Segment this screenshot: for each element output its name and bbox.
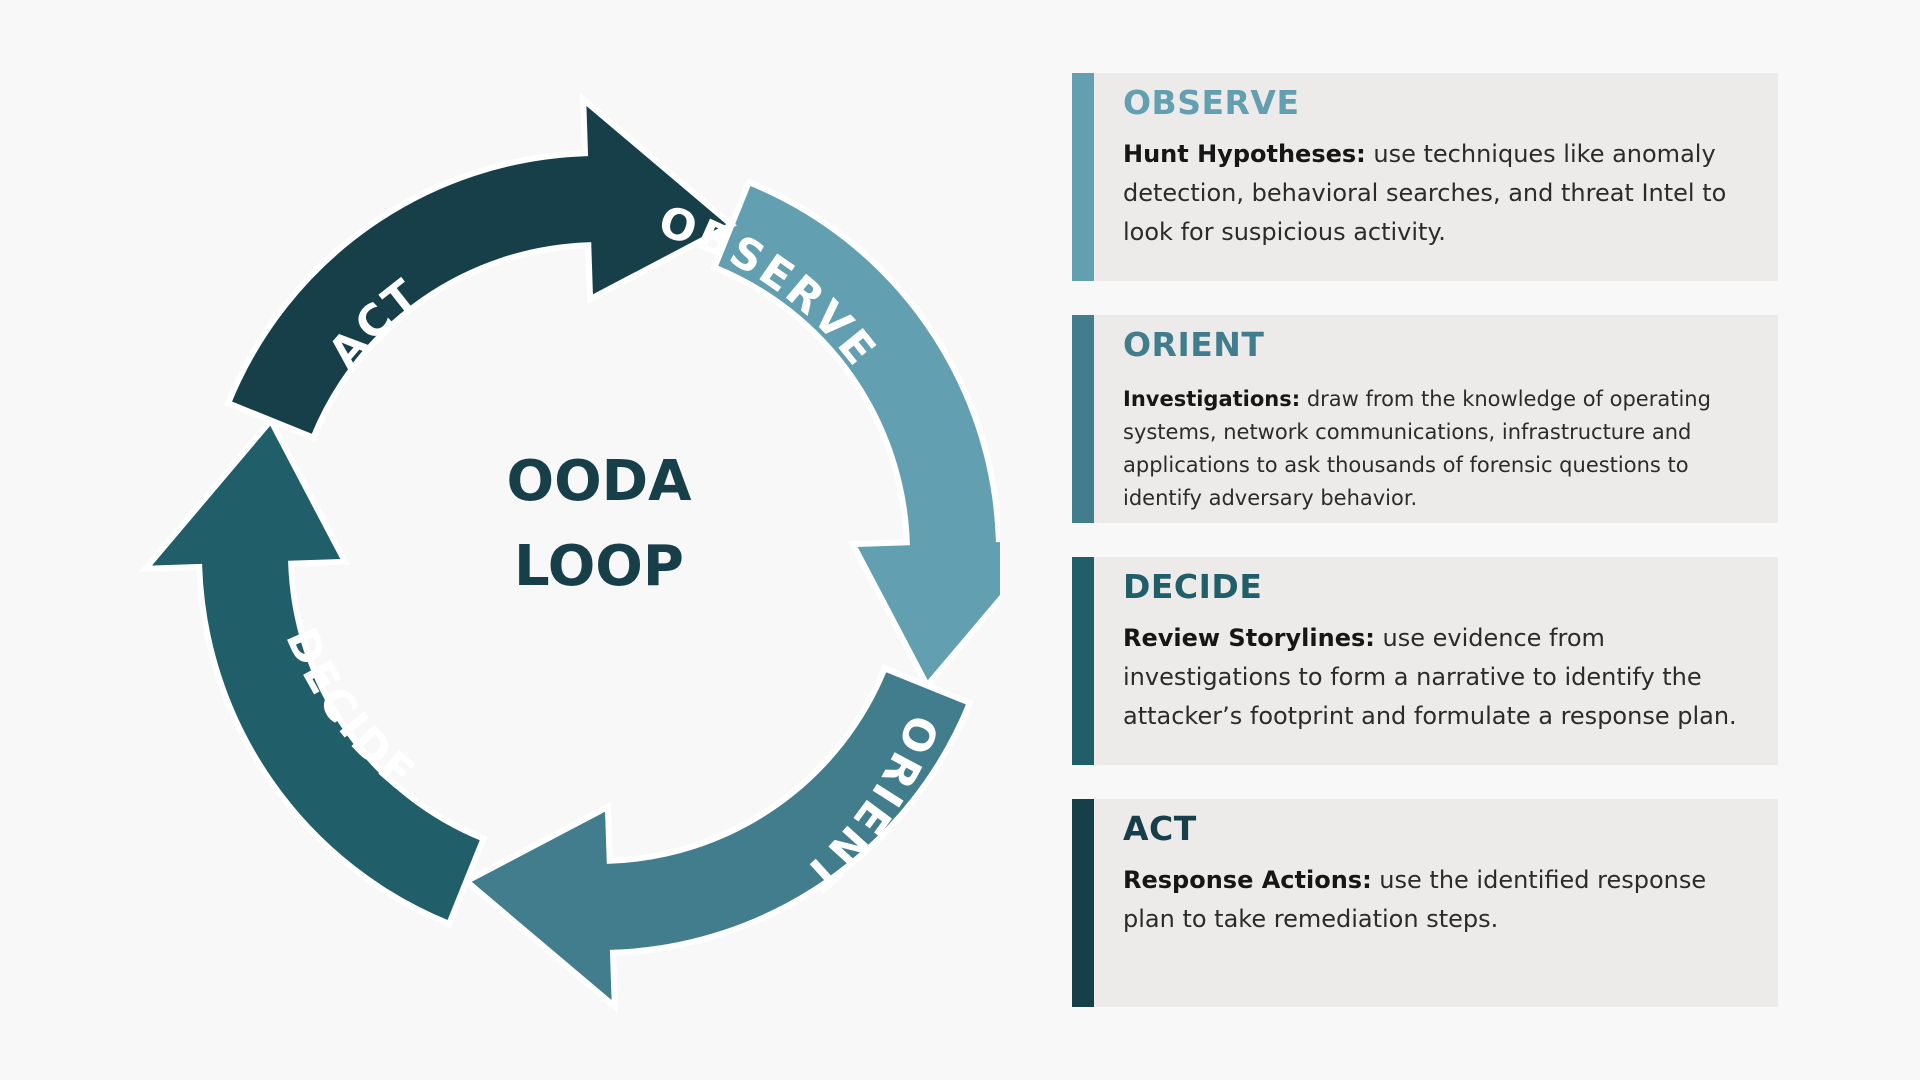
card-text: use techniques like anomaly detection, b…: [1123, 140, 1727, 246]
ooda-loop-diagram: OBSERVE ORIENT DECIDE ACT OODA LOOP: [138, 92, 1000, 1014]
card-term: Response Actions:: [1123, 866, 1372, 894]
card-title: DECIDE: [1123, 567, 1263, 606]
card-observe: OBSERVE Hunt Hypotheses: use techniques …: [1072, 73, 1778, 281]
card-body: Response Actions: use the identified res…: [1123, 861, 1760, 939]
card-orient: ORIENT Investigations: draw from the kno…: [1072, 315, 1778, 523]
card-term: Investigations:: [1123, 387, 1301, 411]
center-title-line-2: LOOP: [514, 534, 684, 599]
card-text: use evidence from investigations to form…: [1123, 624, 1737, 730]
card-accent-bar: [1072, 73, 1094, 281]
arc-arrow-decide: [138, 415, 488, 928]
card-term: Hunt Hypotheses:: [1123, 140, 1366, 168]
card-title: ACT: [1123, 809, 1197, 848]
card-accent-bar: [1072, 315, 1094, 523]
card-text: use the identified response plan to take…: [1123, 866, 1707, 933]
card-title: OBSERVE: [1123, 83, 1300, 122]
center-title-line-1: OODA: [506, 449, 692, 514]
card-term: Review Storylines:: [1123, 624, 1375, 652]
card-body: Investigations: draw from the knowledge …: [1123, 383, 1760, 515]
card-act: ACT Response Actions: use the identified…: [1072, 799, 1778, 1007]
card-body: Review Storylines: use evidence from inv…: [1123, 619, 1760, 736]
card-title: ORIENT: [1123, 325, 1265, 364]
arc-arrow-act: [224, 92, 737, 442]
card-accent-bar: [1072, 799, 1094, 1007]
card-decide: DECIDE Review Storylines: use evidence f…: [1072, 557, 1778, 765]
card-text: draw from the knowledge of operating sys…: [1123, 387, 1711, 510]
card-accent-bar: [1072, 557, 1094, 765]
arc-arrow-observe: [710, 178, 1000, 691]
card-body: Hunt Hypotheses: use techniques like ano…: [1123, 135, 1760, 252]
arc-arrow-orient: [461, 664, 974, 1014]
